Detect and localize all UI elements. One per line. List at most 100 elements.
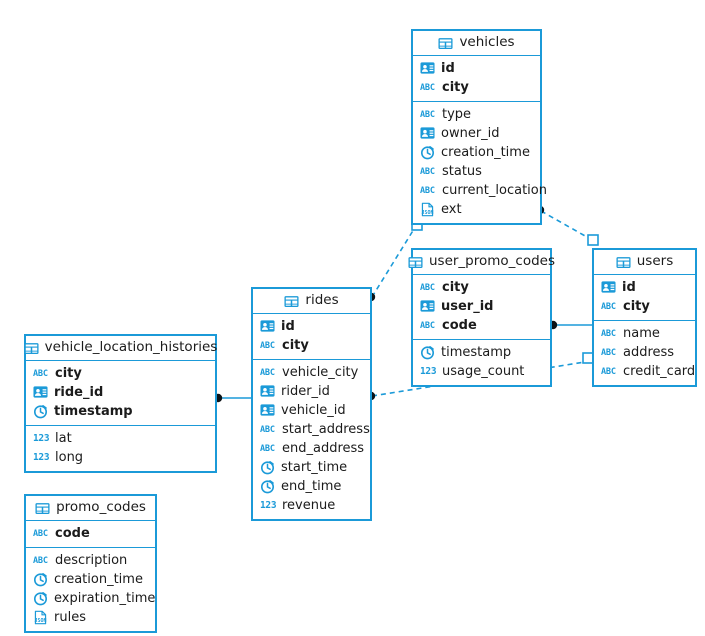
column-row[interactable]: expiration_time	[26, 589, 155, 608]
column-name: creation_time	[441, 145, 530, 160]
clock-icon	[33, 591, 48, 606]
column-row[interactable]: vehicle_id	[253, 401, 370, 420]
column-row[interactable]: ABC city	[594, 297, 695, 316]
relationship-one-marker	[587, 234, 599, 246]
column-name: name	[623, 326, 660, 341]
column-row[interactable]: ABC city	[413, 278, 550, 297]
column-row[interactable]: ABC description	[26, 551, 155, 570]
entity-table-title: vehicles	[459, 34, 515, 51]
entity-table-title: users	[636, 253, 674, 270]
column-row[interactable]: timestamp	[26, 402, 215, 421]
column-name: timestamp	[54, 404, 133, 419]
column-row[interactable]: id	[413, 59, 540, 78]
column-name: credit_card	[623, 364, 696, 379]
column-name: id	[441, 61, 455, 76]
column-name: city	[442, 280, 469, 295]
column-row[interactable]: 123 revenue	[253, 496, 370, 515]
abc-icon: ABC	[420, 167, 435, 177]
column-name: revenue	[282, 498, 336, 513]
column-row[interactable]: 123 lat	[26, 429, 215, 448]
abc-icon: ABC	[601, 329, 616, 339]
column-row[interactable]: owner_id	[413, 124, 540, 143]
column-name: start_address	[282, 422, 370, 437]
number-icon: 123	[33, 433, 50, 444]
entity-table-header[interactable]: rides	[253, 289, 370, 314]
entity-table-header[interactable]: user_promo_codes	[408, 250, 555, 275]
abc-icon: ABC	[601, 348, 616, 358]
abc-icon: ABC	[420, 110, 435, 120]
column-row[interactable]: timestamp	[413, 343, 550, 362]
column-row[interactable]: id	[594, 278, 695, 297]
entity-table-title: rides	[305, 292, 339, 309]
clock-icon	[260, 460, 275, 475]
entity-table-header[interactable]: users	[594, 250, 695, 275]
column-name: vehicle_id	[281, 403, 346, 418]
column-row[interactable]: user_id	[413, 297, 550, 316]
column-name: code	[442, 318, 477, 333]
abc-icon: ABC	[601, 302, 616, 312]
column-name: end_time	[281, 479, 342, 494]
abc-icon: ABC	[420, 83, 435, 93]
column-name: lat	[55, 431, 72, 446]
column-row[interactable]: rider_id	[253, 382, 370, 401]
entity-table-header[interactable]: vehicle_location_histories	[24, 336, 217, 361]
column-row[interactable]: id	[253, 317, 370, 336]
abc-icon: ABC	[260, 368, 275, 378]
column-row[interactable]: ride_id	[26, 383, 215, 402]
column-row[interactable]: creation_time	[26, 570, 155, 589]
relationship-line-rel-vehicles-users	[540, 210, 595, 242]
column-name: rider_id	[281, 384, 330, 399]
number-icon: 123	[260, 500, 277, 511]
column-name: code	[55, 526, 90, 541]
number-icon: 123	[420, 366, 437, 377]
column-name: status	[442, 164, 482, 179]
column-name: city	[623, 299, 650, 314]
entity-table-header[interactable]: vehicles	[413, 31, 540, 56]
abc-icon: ABC	[33, 556, 48, 566]
json-icon: JSON	[420, 202, 435, 217]
column-name: id	[622, 280, 636, 295]
column-row[interactable]: end_time	[253, 477, 370, 496]
column-name: expiration_time	[54, 591, 156, 606]
column-row[interactable]: ABC status	[413, 162, 540, 181]
column-row[interactable]: creation_time	[413, 143, 540, 162]
entity-table-header[interactable]: promo_codes	[26, 496, 155, 521]
abc-icon: ABC	[420, 283, 435, 293]
column-row[interactable]: start_time	[253, 458, 370, 477]
json-icon: JSON	[33, 610, 48, 625]
column-name: creation_time	[54, 572, 143, 587]
abc-icon: ABC	[33, 369, 48, 379]
table-icon	[284, 294, 299, 309]
table-icon	[616, 255, 631, 270]
column-row[interactable]: ABC name	[594, 324, 695, 343]
column-name: description	[55, 553, 128, 568]
column-name: end_address	[282, 441, 365, 456]
